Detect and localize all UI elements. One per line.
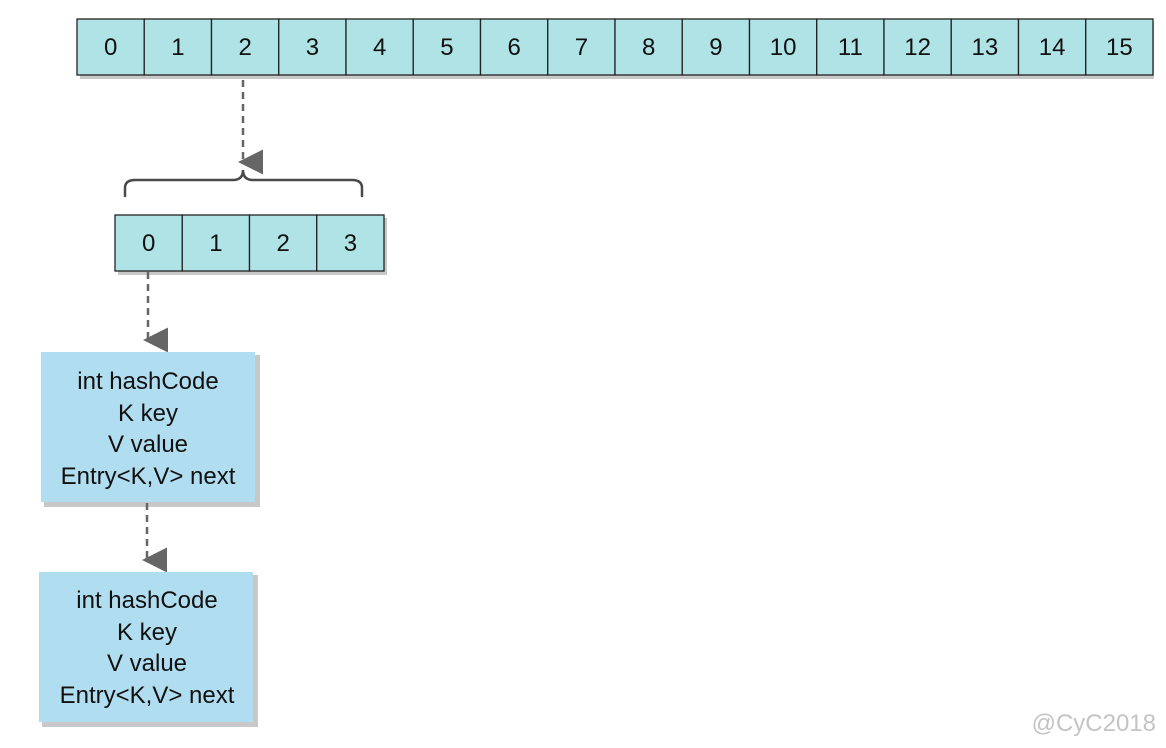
bucket-index-label: 15 <box>1106 34 1133 61</box>
bucket-index-label: 9 <box>709 34 722 61</box>
segment-table-cells: 0 1 2 3 <box>114 214 385 272</box>
bucket-cell-2 <box>210 18 280 76</box>
bucket-cell-12 <box>883 18 952 76</box>
segment-cell-2 <box>248 214 318 272</box>
bucket-cell-14 <box>1017 18 1087 76</box>
bucket-index-label: 7 <box>575 34 588 61</box>
node-1-line-next: Entry<K,V> next <box>61 463 236 490</box>
watermark: @CyC2018 <box>1032 710 1156 737</box>
entry-node-1: int hashCode K key V value Entry<K,V> ne… <box>41 352 260 507</box>
bucket-index-label: 1 <box>171 34 184 61</box>
segment-index-label: 2 <box>276 230 289 257</box>
bucket-index-label: 8 <box>642 34 655 61</box>
bucket-index-label: 0 <box>104 34 117 61</box>
node-2-line-key: K key <box>117 619 177 646</box>
bucket-index-label: 2 <box>238 34 251 61</box>
segment-index-label: 3 <box>344 230 357 257</box>
bucket-index-label: 5 <box>440 34 453 61</box>
segment-cell-3 <box>316 214 385 272</box>
node-1-line-value: V value <box>108 431 188 458</box>
bucket-index-label: 13 <box>972 34 999 61</box>
node-2-line-hashcode: int hashCode <box>76 587 217 614</box>
bucket-cell-9 <box>681 18 751 76</box>
bucket-cell-5 <box>412 18 482 76</box>
entry-node-2-box <box>39 572 253 722</box>
bucket-cell-10 <box>748 18 818 76</box>
bucket-cell-11 <box>816 18 885 76</box>
bucket-cell-3 <box>278 18 347 76</box>
bucket-cell-0 <box>76 18 145 76</box>
segment-index-label: 0 <box>142 230 155 257</box>
entry-node-1-box <box>41 352 255 502</box>
segment-cell-0 <box>114 214 183 272</box>
entry-node-2: int hashCode K key V value Entry<K,V> ne… <box>39 572 258 727</box>
bucket-cell-8 <box>614 18 683 76</box>
bucket-cell-1 <box>143 18 213 76</box>
bucket-index-label: 14 <box>1039 34 1066 61</box>
bucket-index-label: 4 <box>373 34 386 61</box>
bucket-index-label: 6 <box>507 34 520 61</box>
bucket-cell-13 <box>950 18 1020 76</box>
node-2-line-value: V value <box>107 650 187 677</box>
curly-brace <box>123 169 364 198</box>
node-1-line-hashcode: int hashCode <box>77 368 218 395</box>
segment-table: 0 1 2 3 <box>114 214 387 275</box>
bucket-index-label: 3 <box>306 34 319 61</box>
segment-cell-1 <box>181 214 251 272</box>
bucket-cell-7 <box>547 18 616 76</box>
bucket-index-label: 12 <box>904 34 931 61</box>
segment-index-label: 1 <box>209 230 222 257</box>
bucket-index-label: 11 <box>838 34 863 61</box>
bucket-index-label: 10 <box>770 34 797 61</box>
bucket-cell-4 <box>345 18 414 76</box>
bucket-cell-15 <box>1085 18 1154 76</box>
node-2-line-next: Entry<K,V> next <box>60 682 235 709</box>
node-1-line-key: K key <box>118 400 178 427</box>
